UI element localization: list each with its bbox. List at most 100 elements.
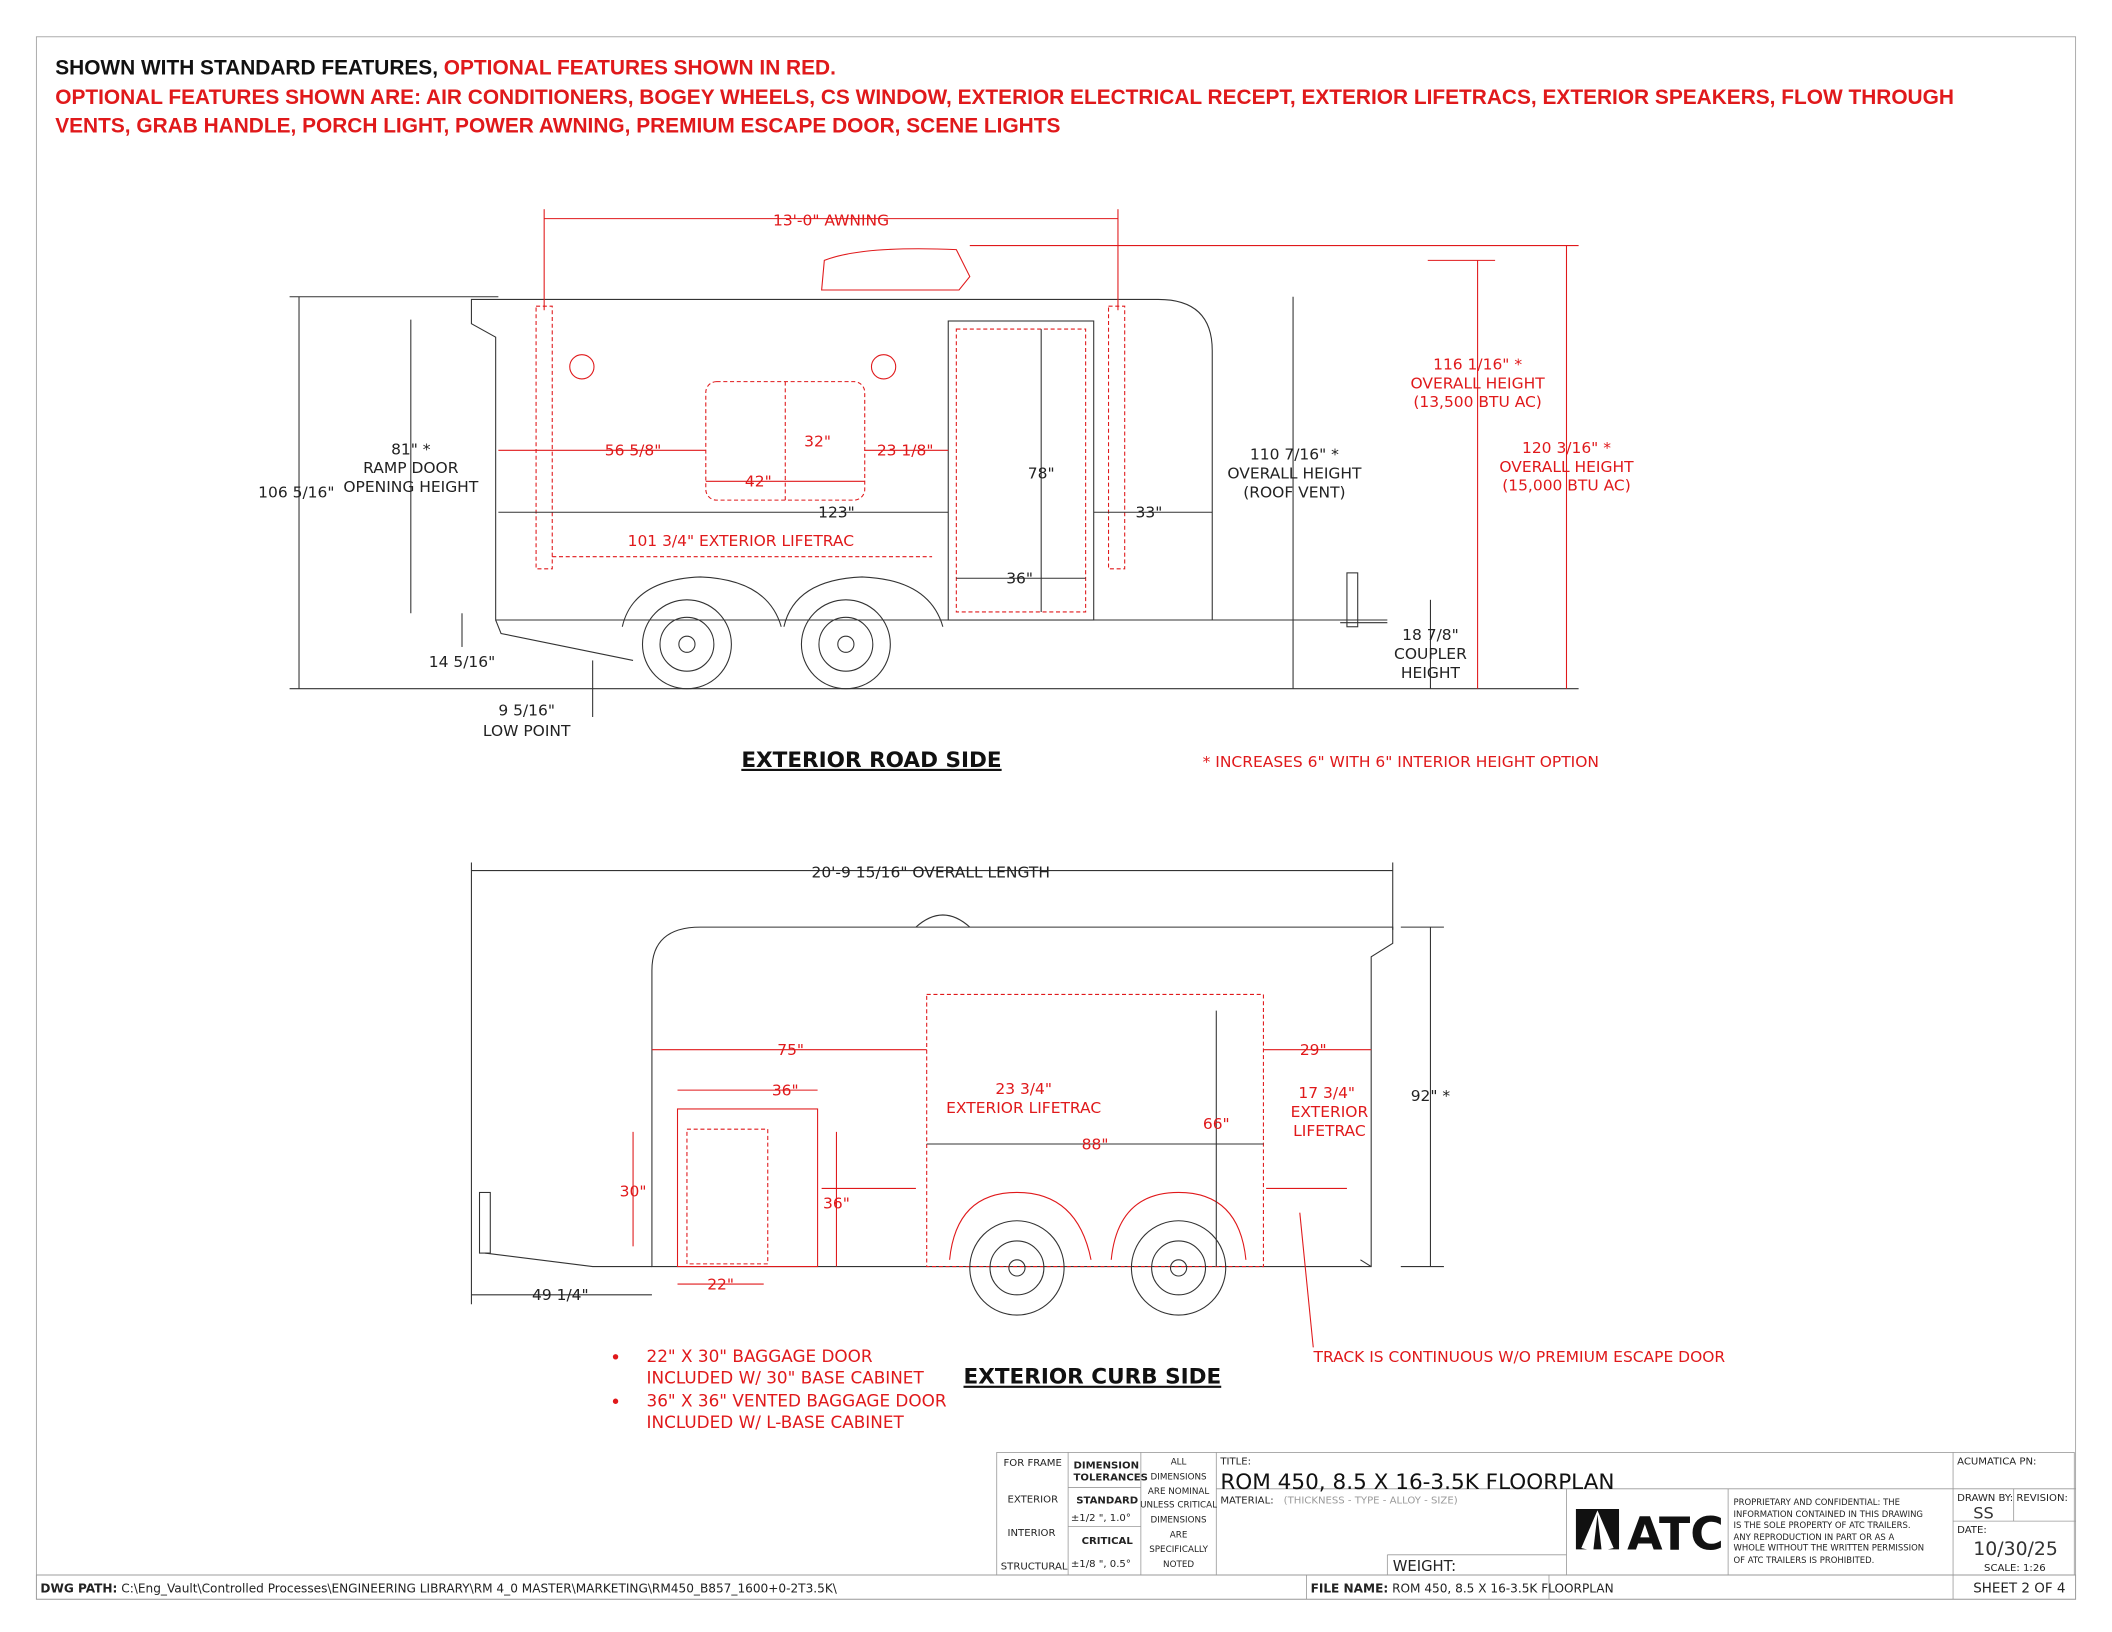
dimension-label: 18 7/8" <box>1402 626 1459 644</box>
dimension-label: 88" <box>1082 1135 1109 1153</box>
header-optional-list-2: VENTS, GRAB HANDLE, PORCH LIGHT, POWER A… <box>55 114 1060 137</box>
curb-side-title: EXTERIOR CURB SIDE <box>964 1365 1222 1390</box>
dimension-label: 20'-9 15/16" OVERALL LENGTH <box>811 863 1049 881</box>
bullet-2-line1: 36" X 36" VENTED BAGGAGE DOOR <box>647 1391 947 1411</box>
baggage-door-notes: 22" X 30" BAGGAGE DOOR INCLUDED W/ 30" B… <box>612 1346 947 1432</box>
exterior-label: EXTERIOR <box>1008 1494 1059 1505</box>
weight-label: WEIGHT: <box>1393 1558 1456 1575</box>
dimension-label: 23 1/8" <box>877 442 934 460</box>
notice-line: ANY REPRODUCTION IN PART OR AS A <box>1734 1532 1895 1542</box>
dim-tol-2: TOLERANCES <box>1074 1473 1148 1484</box>
dimension-label: 49 1/4" <box>532 1286 589 1304</box>
svg-text:FILE NAME: ROM 450, 8.5 X 16-3: FILE NAME: ROM 450, 8.5 X 16-3.5K FLOORP… <box>1311 1582 1614 1596</box>
dimension-label: 66" <box>1203 1115 1230 1133</box>
svg-text:DWG PATH: C:\Eng_Vault\Control: DWG PATH: C:\Eng_Vault\Controlled Proces… <box>40 1582 837 1596</box>
bullet-1-line2: INCLUDED W/ 30" BASE CABINET <box>647 1368 925 1388</box>
notice-line: IS THE SOLE PROPERTY OF ATC TRAILERS. <box>1734 1520 1911 1530</box>
dimension-label: 29" <box>1300 1041 1327 1059</box>
dwg-path: C:\Eng_Vault\Controlled Processes\ENGINE… <box>121 1582 838 1596</box>
nominal-line: DIMENSIONS <box>1151 1515 1208 1525</box>
material-label: MATERIAL: <box>1220 1496 1273 1507</box>
nominal-line: UNLESS CRITICAL <box>1140 1501 1217 1511</box>
dim-tol-1: DIMENSION <box>1074 1461 1140 1472</box>
logo-text: ATC <box>1627 1506 1724 1560</box>
header-standard: SHOWN WITH STANDARD FEATURES, <box>55 57 438 80</box>
structural-label: STRUCTURAL <box>1001 1562 1068 1573</box>
notice-line: PROPRIETARY AND CONFIDENTIAL: THE <box>1734 1497 1900 1507</box>
standard-label: STANDARD <box>1076 1496 1138 1507</box>
drawing-title: ROM 450, 8.5 X 16-3.5K FLOORPLAN <box>1220 1470 1614 1495</box>
scale: SCALE: 1:26 <box>1984 1563 2046 1574</box>
dimension-label: 23 3/4" <box>995 1080 1052 1098</box>
header-notes: SHOWN WITH STANDARD FEATURES, OPTIONAL F… <box>55 57 1954 138</box>
dimension-label: 78" <box>1028 465 1055 483</box>
dimension-label: 92" * <box>1411 1087 1451 1105</box>
nominal-line: SPECIFICALLY <box>1149 1545 1208 1555</box>
dimension-label: COUPLER <box>1394 645 1467 663</box>
for-frame-label: FOR FRAME <box>1003 1458 1061 1469</box>
dimension-label: 36" <box>823 1195 850 1213</box>
interior-label: INTERIOR <box>1008 1528 1056 1539</box>
road-side-drawing <box>289 209 1579 717</box>
dimension-label: 42" <box>745 473 772 491</box>
header-optional-list-1: OPTIONAL FEATURES SHOWN ARE: AIR CONDITI… <box>55 86 1954 109</box>
svg-text:SHOWN WITH STANDARD FEATURES,: SHOWN WITH STANDARD FEATURES, OPTIONAL F… <box>55 57 836 80</box>
material-value: (THICKNESS - TYPE - ALLOY - SIZE) <box>1284 1496 1458 1507</box>
dimension-label: HEIGHT <box>1401 664 1461 682</box>
file-name: ROM 450, 8.5 X 16-3.5K FLOORPLAN <box>1392 1582 1614 1596</box>
drawn-by-label: DRAWN BY: <box>1957 1493 2013 1504</box>
dimension-label: (15,000 BTU AC) <box>1502 477 1631 495</box>
notice-line: WHOLE WITHOUT THE WRITTEN PERMISSION <box>1734 1543 1925 1553</box>
dimension-label: 81" * <box>391 440 431 458</box>
dimension-label: OPENING HEIGHT <box>343 478 478 496</box>
curb-side-drawing <box>470 862 1444 1348</box>
dimension-label: 101 3/4" EXTERIOR LIFETRAC <box>628 532 854 550</box>
dimension-label: 123" <box>818 504 855 522</box>
revision-label: REVISION: <box>2016 1493 2068 1504</box>
dimension-label: 17 3/4" <box>1298 1084 1355 1102</box>
title-label: TITLE: <box>1219 1457 1251 1468</box>
nominal-note: ALL DIMENSIONS ARE NOMINAL UNLESS CRITIC… <box>1140 1458 1217 1570</box>
dimension-label: 13'-0" AWNING <box>773 211 889 229</box>
sheet-number: SHEET 2 OF 4 <box>1973 1582 2065 1597</box>
dwg-path-label: DWG PATH: <box>40 1582 117 1596</box>
dimension-label: EXTERIOR <box>1291 1103 1369 1121</box>
dimension-label: 30" <box>620 1183 647 1201</box>
dimension-label: EXTERIOR LIFETRAC <box>946 1099 1101 1117</box>
drawn-by: SS <box>1973 1503 1994 1522</box>
title-block: FOR FRAME EXTERIOR INTERIOR STRUCTURAL D… <box>35 1452 2077 1600</box>
dimension-label: LOW POINT <box>483 722 571 740</box>
dimension-label: 56 5/8" <box>605 442 662 460</box>
nominal-line: DIMENSIONS <box>1151 1472 1208 1482</box>
dimension-label: 14 5/16" <box>429 653 495 671</box>
dimension-label: OVERALL HEIGHT <box>1227 465 1362 483</box>
dimension-label: 75" <box>777 1041 804 1059</box>
dimension-label: 106 5/16" <box>258 483 334 501</box>
date: 10/30/25 <box>1973 1539 2058 1560</box>
critical-tolerance: ±1/8 ", 0.5° <box>1071 1559 1131 1570</box>
nominal-line: ALL <box>1171 1458 1187 1468</box>
bullet-2-line2: INCLUDED W/ L-BASE CABINET <box>647 1412 905 1432</box>
dimension-label: LIFETRAC <box>1293 1122 1366 1140</box>
dimension-label: 32" <box>804 432 831 450</box>
atc-logo: ATC <box>1575 1506 1724 1560</box>
curb-side-labels: 20'-9 15/16" OVERALL LENGTH 75" 29" 36" 23 3… <box>532 863 1450 1304</box>
notice-line: OF ATC TRAILERS IS PROHIBITED. <box>1734 1555 1875 1565</box>
dimension-label: RAMP DOOR <box>363 459 459 477</box>
road-side-title: EXTERIOR ROAD SIDE <box>741 748 1001 773</box>
proprietary-notice: PROPRIETARY AND CONFIDENTIAL: THE INFORM… <box>1734 1497 1925 1565</box>
dimension-label: 36" <box>1006 570 1033 588</box>
critical-label: CRITICAL <box>1082 1536 1134 1547</box>
dimension-label: 22" <box>707 1275 734 1293</box>
dimension-label: 33" <box>1136 504 1163 522</box>
dimension-label: 120 3/16" * <box>1522 439 1611 457</box>
header-optional: OPTIONAL FEATURES SHOWN IN RED. <box>444 57 836 80</box>
dimension-label: 36" <box>772 1081 799 1099</box>
standard-tolerance: ±1/2 ", 1.0° <box>1071 1513 1131 1524</box>
date-label: DATE: <box>1957 1525 1987 1536</box>
dimension-label: (13,500 BTU AC) <box>1413 393 1542 411</box>
dimension-label: OVERALL HEIGHT <box>1411 374 1546 392</box>
file-name-label: FILE NAME: <box>1311 1582 1389 1596</box>
